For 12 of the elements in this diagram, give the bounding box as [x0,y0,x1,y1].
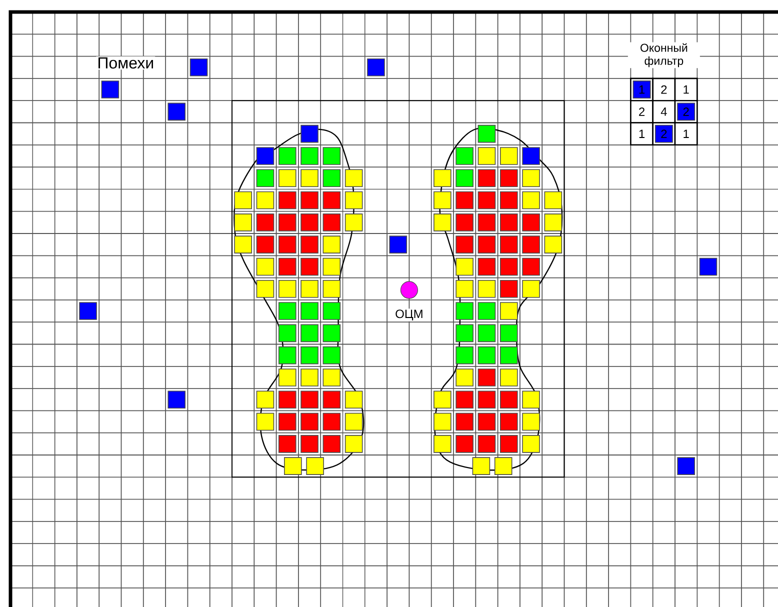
table-cell: 1 [630,78,654,102]
table-cell: 2 [652,78,676,102]
table-cell: 1 [674,78,698,102]
table-cell: 2 [652,122,676,146]
table-cell: 4 [652,100,676,124]
table-heading: Оконный фильтр [628,42,700,68]
table-cell: 1 [674,122,698,146]
marker-label: ОЦМ [394,308,424,322]
table-cell: 2 [630,100,654,124]
table-cell: 2 [674,100,698,124]
table-cell: 1 [630,122,654,146]
noise-label: Помехи [96,56,156,70]
